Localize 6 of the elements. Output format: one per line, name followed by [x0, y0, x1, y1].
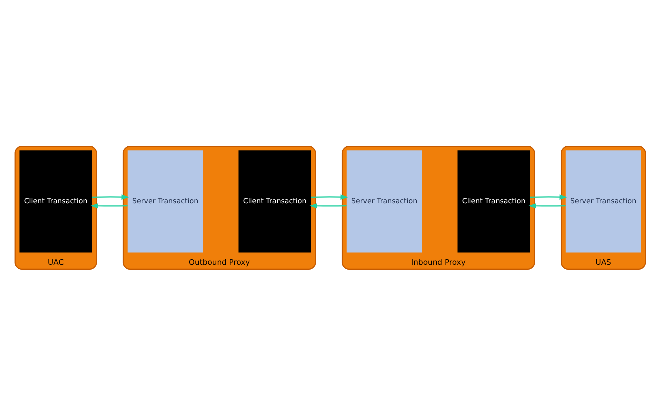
arrow: [528, 203, 566, 209]
arrow: [90, 203, 128, 209]
arrow: [530, 194, 568, 200]
arrow: [310, 203, 347, 209]
arrow: [311, 194, 348, 200]
arrow: [92, 194, 130, 200]
